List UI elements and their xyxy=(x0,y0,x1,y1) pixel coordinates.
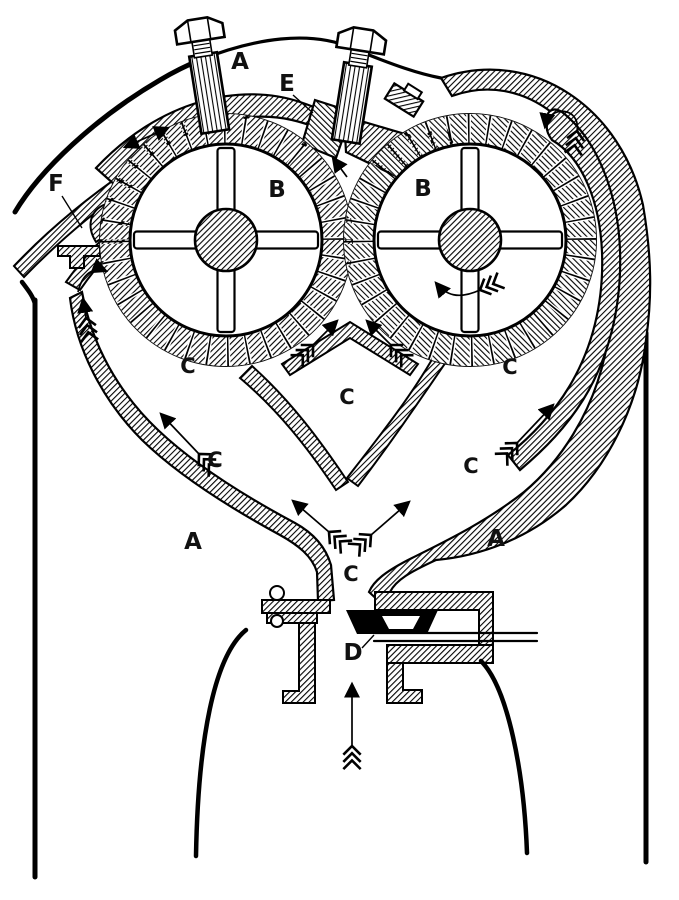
bell-mouth xyxy=(193,627,530,859)
left-flange xyxy=(261,599,331,614)
label-c-center: C xyxy=(339,385,355,409)
flow-arrow-mesh-right xyxy=(367,321,391,345)
label-a-bottom-left: A xyxy=(184,529,202,555)
label-f-inlet: F xyxy=(48,171,64,197)
label-b-left: B xyxy=(268,177,286,203)
label-c-below-right-rotor: C xyxy=(502,355,518,379)
bolt-stub xyxy=(383,81,425,119)
hub xyxy=(193,207,259,273)
label-c-below-left-rotor: C xyxy=(180,354,196,378)
flow-arrow-right-passage xyxy=(517,405,553,443)
flange-screw-top xyxy=(269,585,285,601)
label-leaders xyxy=(61,94,314,229)
flow-arrow-throat-left xyxy=(293,501,329,532)
right-lower-band xyxy=(386,644,494,664)
label-c-throat: C xyxy=(343,562,359,586)
outer-casing-outline xyxy=(12,36,649,880)
label-d-valve: D xyxy=(343,640,363,666)
hub xyxy=(437,207,503,273)
left-flange-step xyxy=(266,612,318,624)
leader-f xyxy=(61,195,83,229)
label-c-right-passage: C xyxy=(463,454,479,478)
label-e-cover: E xyxy=(279,71,295,97)
valve-leader-line xyxy=(361,634,375,649)
flow-arrow-top-left-double xyxy=(122,126,171,149)
scroll-inner-wall xyxy=(506,108,622,472)
label-a-top: A xyxy=(231,49,249,75)
throttle-valve xyxy=(346,610,438,649)
diamond-left-wall xyxy=(238,364,350,492)
bolt-left xyxy=(173,16,231,136)
left-bracket xyxy=(282,622,316,704)
venturi-assembly xyxy=(261,585,494,704)
rotor-right xyxy=(343,113,597,367)
flow-arrow-throat-right xyxy=(371,502,409,535)
label-a-bottom-right: A xyxy=(487,526,505,552)
flow-arrow-mesh-top xyxy=(331,156,348,178)
flow-arrows xyxy=(77,110,577,746)
diamond-right-wall xyxy=(345,354,448,488)
flow-arrow-left-curl xyxy=(77,258,109,293)
flow-arrow-left-channel xyxy=(83,299,86,318)
throttle-rod xyxy=(372,631,539,643)
flow-arrow-scroll-hook xyxy=(545,110,577,131)
flow-arrow-right-rotor-bottom xyxy=(436,283,480,295)
flange-screw-bottom xyxy=(270,614,284,628)
flow-arrow-mesh-left xyxy=(313,321,337,345)
rotor-left xyxy=(99,113,353,367)
label-b-right: B xyxy=(414,176,432,202)
leader-e xyxy=(292,94,314,114)
label-c-left-passage: C xyxy=(207,448,223,472)
flow-arrow-left-passage xyxy=(161,414,199,454)
right-bracket xyxy=(386,662,423,704)
bolt-center xyxy=(330,26,388,146)
